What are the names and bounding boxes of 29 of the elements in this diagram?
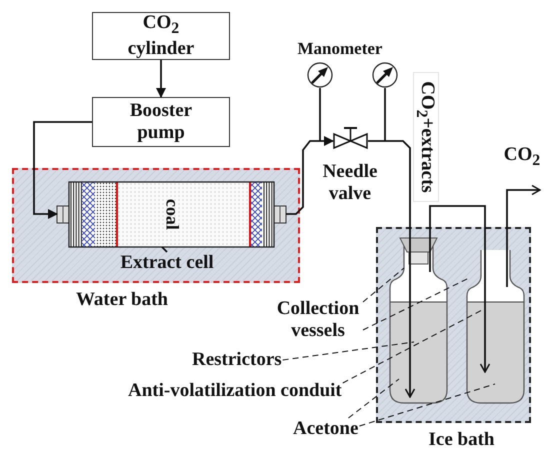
gauge-label: Manometer bbox=[296, 39, 384, 60]
leader-line bbox=[348, 378, 400, 418]
valve-label: Needle valve bbox=[322, 161, 378, 205]
pipe-arrow bbox=[156, 60, 166, 98]
gauge-line bbox=[319, 88, 321, 141]
gauge-line bbox=[384, 88, 386, 141]
outlet-label: CO$_{2}$ bbox=[502, 144, 542, 168]
pipe-arrow bbox=[33, 121, 92, 219]
pipe-arrow bbox=[286, 136, 334, 215]
process-box bbox=[92, 12, 230, 60]
leader-line bbox=[362, 278, 470, 330]
box-label: Booster pump bbox=[128, 100, 194, 144]
callout-label: Acetone bbox=[293, 418, 358, 441]
cell-content-label: coal bbox=[162, 197, 182, 232]
leader-line bbox=[161, 246, 168, 253]
pipe-arrow bbox=[368, 140, 416, 398]
callout-label: Anti-volatilization conduit bbox=[128, 380, 342, 403]
callout-label: Restrictors bbox=[192, 349, 282, 372]
box-label: CO$_{2}$ cylinder bbox=[126, 12, 196, 60]
leader-line bbox=[282, 342, 414, 360]
pipe-arrow bbox=[506, 184, 541, 250]
bath-label: Ice bath bbox=[428, 429, 496, 451]
callout-label: Collection vessels bbox=[274, 298, 362, 344]
callout-label: Extract cell bbox=[112, 252, 222, 274]
leader-line bbox=[362, 268, 404, 302]
process-box bbox=[92, 97, 230, 147]
bath-label: Water bath bbox=[74, 289, 169, 311]
leader-line bbox=[358, 384, 496, 426]
pipe-arrow bbox=[429, 205, 490, 373]
